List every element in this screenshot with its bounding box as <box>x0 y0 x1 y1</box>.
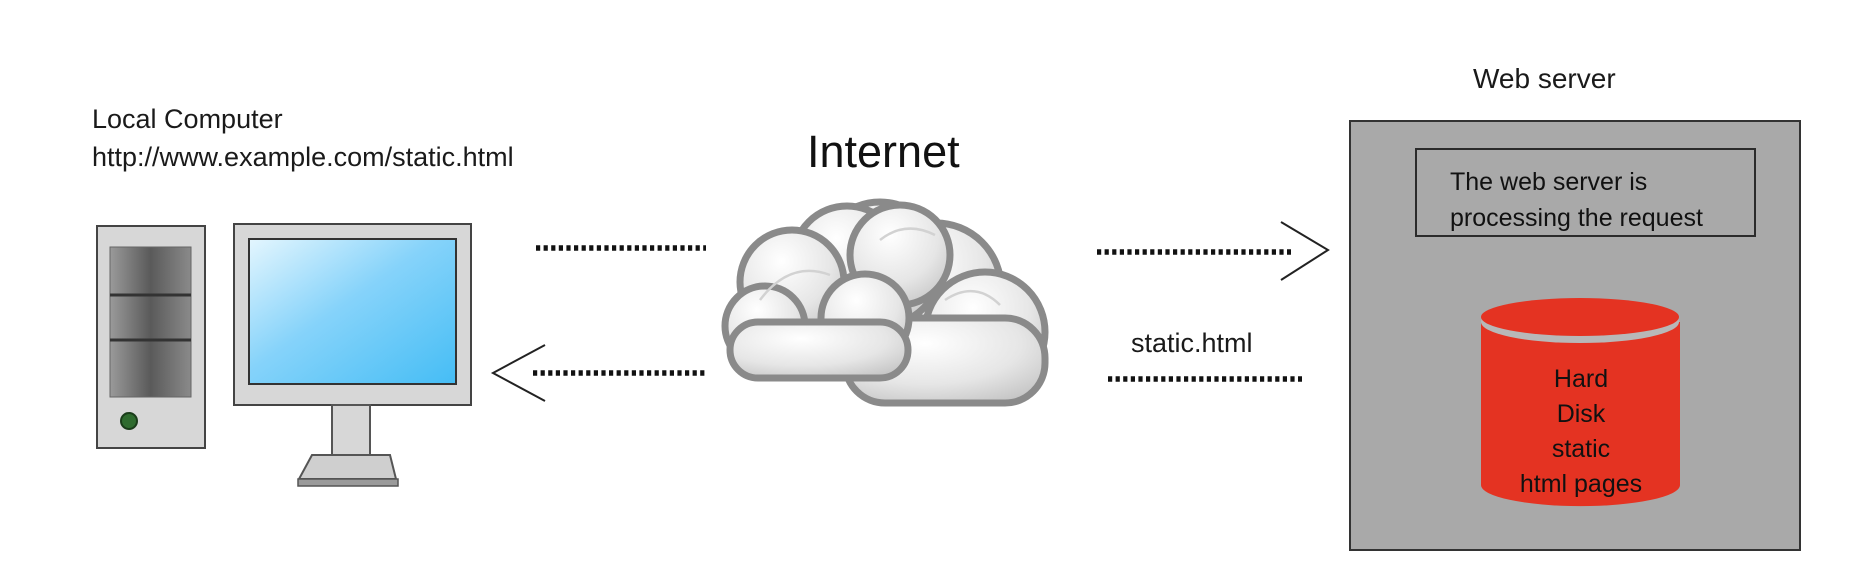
processing-status-line-2: processing the request <box>1450 200 1754 236</box>
internet-title: Internet <box>807 126 960 178</box>
disk-label-line: Hard <box>1481 362 1681 397</box>
computer-tower-icon <box>97 226 205 448</box>
response-arrow-to-computer <box>493 345 706 401</box>
disk-label-line: static <box>1481 432 1681 467</box>
monitor-icon <box>234 224 471 486</box>
response-file-label: static.html <box>1131 328 1253 359</box>
disk-label-line: html pages <box>1481 467 1681 502</box>
processing-status-line-1: The web server is <box>1450 164 1754 200</box>
requested-url: http://www.example.com/static.html <box>92 142 514 173</box>
processing-status-box: The web server is processing the request <box>1415 148 1756 237</box>
local-computer-title: Local Computer <box>92 104 283 135</box>
disk-label-line: Disk <box>1481 397 1681 432</box>
hard-disk-label: Hard Disk static html pages <box>1481 362 1681 502</box>
web-server-title: Web server <box>1473 63 1616 95</box>
request-arrow-to-server <box>1097 222 1328 280</box>
cloud-icon <box>725 202 1045 403</box>
